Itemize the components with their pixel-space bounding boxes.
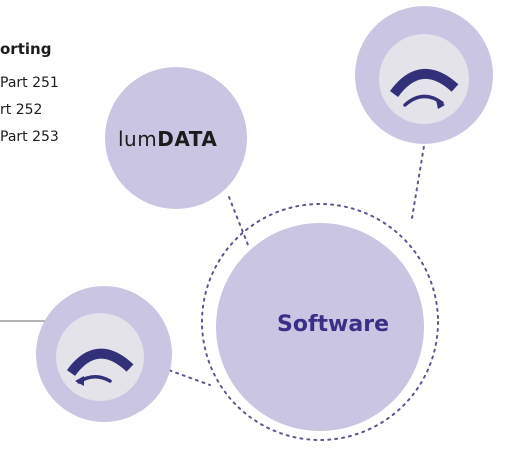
report-part-251: Part 251 [0,75,59,91]
report-part-252: rt 252 [0,102,43,118]
logo-prefix: lum [118,127,158,151]
software-label: Software [277,312,389,337]
logo-emphasis: DATA [157,127,218,151]
software-dotted-ring [201,203,439,441]
connector-topright-software [411,139,426,219]
connector-lumdata-software [228,196,249,246]
lumdata-logo: lumDATA [118,127,217,151]
reporting-heading: orting [0,40,52,58]
lumdata-circle [105,67,247,209]
sync-arc-icon [56,313,144,401]
sync-arc-icon [379,34,469,124]
report-part-253: Part 253 [0,129,59,145]
software-circle [216,223,424,431]
connector-bottomleft-software [162,367,211,386]
